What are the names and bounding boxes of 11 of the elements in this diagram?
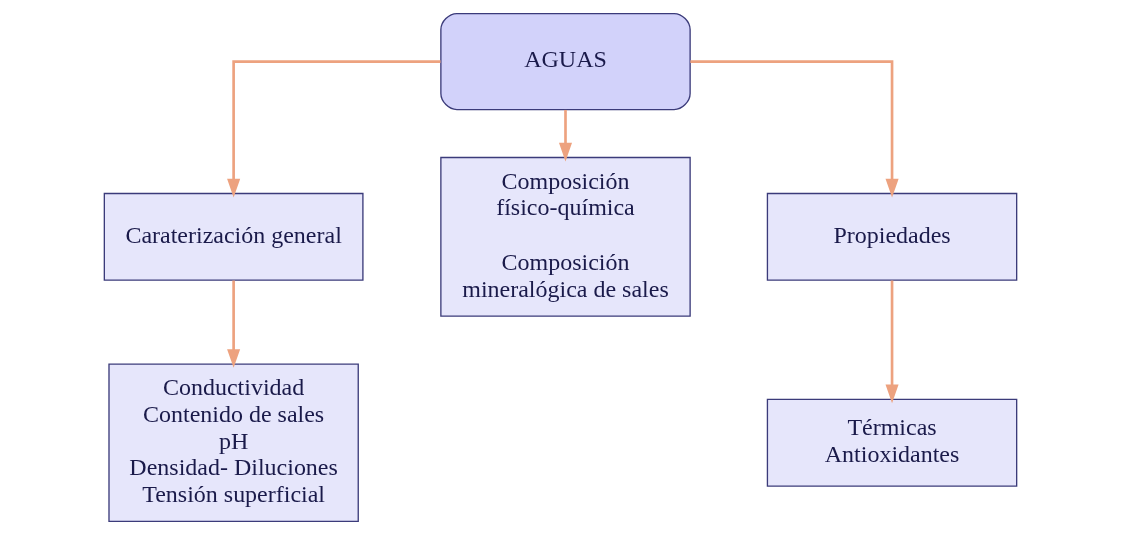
- arrow: [690, 60, 899, 198]
- arrow: [558, 109, 573, 162]
- node-box: Composición físico-química Composición mineralógica de sales: [440, 156, 691, 317]
- node-box: Propiedades: [766, 192, 1018, 281]
- node-box: Conductividad Contenido de sales pH Densidad- Diluciones Tensión superficial: [108, 363, 359, 523]
- arrow: [885, 280, 899, 404]
- node-box: Caraterización general: [103, 192, 364, 281]
- node-box: Térmicas Antioxidantes: [766, 398, 1018, 487]
- arrow: [227, 280, 241, 368]
- node-box: AGUAS: [440, 12, 691, 111]
- arrow: [227, 60, 441, 198]
